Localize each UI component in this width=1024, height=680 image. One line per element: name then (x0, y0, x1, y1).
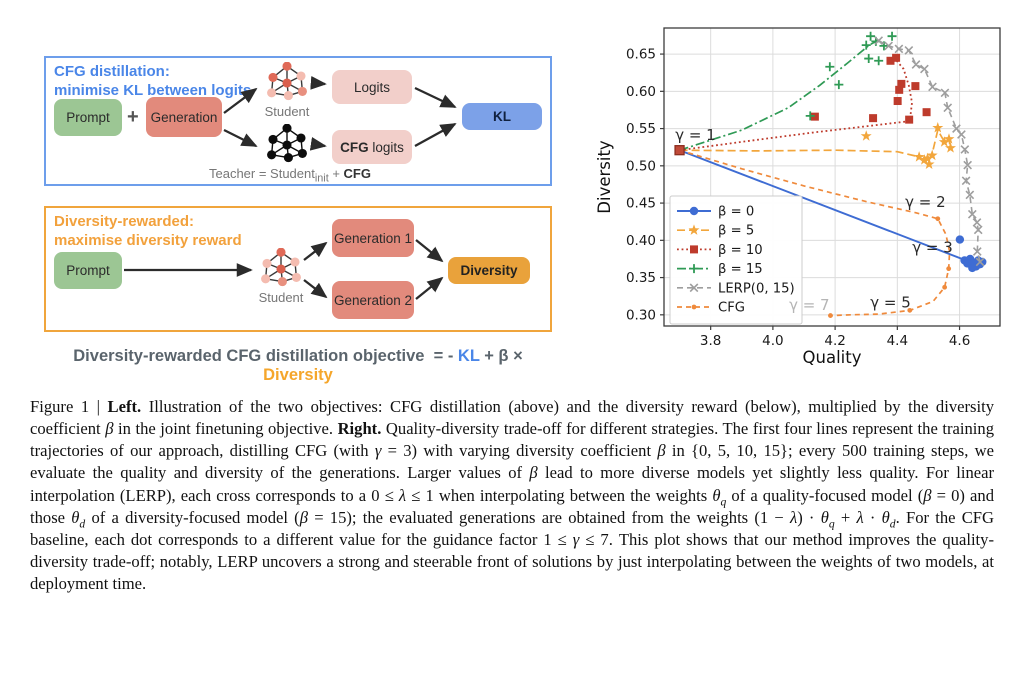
svg-text:0.40: 0.40 (626, 233, 656, 249)
prompt-node-2: Prompt (54, 252, 122, 289)
svg-text:γ = 5: γ = 5 (870, 294, 911, 312)
objective-diversity: Diversity (263, 366, 333, 384)
generation2-node: Generation 2 (332, 281, 414, 319)
teacher-equation: Teacher = Studentinit + CFG (208, 166, 371, 185)
cfg-title-line2: minimise KL between logits (54, 82, 252, 100)
svg-text:β = 15: β = 15 (718, 262, 763, 277)
figure-caption: Figure 1 | Left. Illustration of the two… (30, 397, 995, 594)
cfg-distillation-title: CFG distillation: minimise KL between lo… (54, 62, 251, 100)
student-network-icon-2 (261, 248, 301, 287)
student-label-1: Student (264, 104, 310, 119)
cfg-logits-node: CFG logits (332, 130, 412, 164)
svg-text:0.60: 0.60 (626, 84, 656, 100)
div-title-line1: Diversity-rewarded: (54, 213, 195, 230)
svg-text:0.55: 0.55 (626, 121, 656, 137)
svg-text:LERP(0, 15): LERP(0, 15) (718, 281, 795, 296)
svg-text:Quality: Quality (803, 348, 862, 367)
diversity-rewarded-title: Diversity-rewarded: maximise diversity r… (54, 212, 242, 250)
svg-text:β = 5: β = 5 (718, 224, 754, 239)
svg-text:γ = 7: γ = 7 (789, 296, 830, 314)
objective-kl: KL (457, 347, 480, 365)
svg-text:3.8: 3.8 (700, 333, 721, 349)
svg-text:4.0: 4.0 (762, 333, 783, 349)
student-label-2: Student (258, 290, 304, 305)
svg-text:4.4: 4.4 (887, 333, 908, 349)
quality-diversity-chart: 3.8 4.0 4.2 4.4 4.6 0.30 0.35 0.40 0.45 0.50 0.55 0… (595, 27, 1001, 367)
generation1-node: Generation 1 (332, 219, 414, 257)
cfg-title-line1: CFG distillation: (54, 63, 170, 80)
svg-text:Diversity: Diversity (595, 140, 614, 214)
objective-equation: Diversity-rewarded CFG distillation obje… (73, 347, 528, 384)
method-diagram: CFG distillation: minimise KL between lo… (0, 0, 580, 395)
teacher-network-icon (267, 124, 307, 163)
student-network-icon (267, 62, 307, 101)
prompt-node-1: Prompt (54, 99, 122, 136)
plus-sign: + (127, 106, 139, 128)
div-title-line2: maximise diversity reward (54, 232, 242, 250)
generation-node: Generation (146, 97, 222, 137)
svg-text:γ = 2: γ = 2 (905, 193, 946, 211)
svg-text:0.65: 0.65 (626, 47, 656, 63)
svg-text:0.45: 0.45 (626, 196, 656, 212)
diversity-node: Diversity (448, 257, 530, 284)
kl-node: KL (462, 103, 542, 130)
svg-text:β = 10: β = 10 (718, 243, 763, 258)
svg-text:CFG: CFG (718, 301, 745, 316)
logits-node: Logits (332, 70, 412, 104)
svg-text:4.2: 4.2 (824, 333, 845, 349)
svg-text:0.30: 0.30 (626, 307, 656, 323)
svg-text:0.35: 0.35 (626, 270, 656, 286)
svg-text:β = 0: β = 0 (718, 205, 754, 220)
svg-text:γ = 3: γ = 3 (912, 239, 953, 257)
svg-text:γ = 1: γ = 1 (675, 126, 716, 144)
svg-text:4.6: 4.6 (949, 333, 970, 349)
svg-text:0.50: 0.50 (626, 158, 656, 174)
